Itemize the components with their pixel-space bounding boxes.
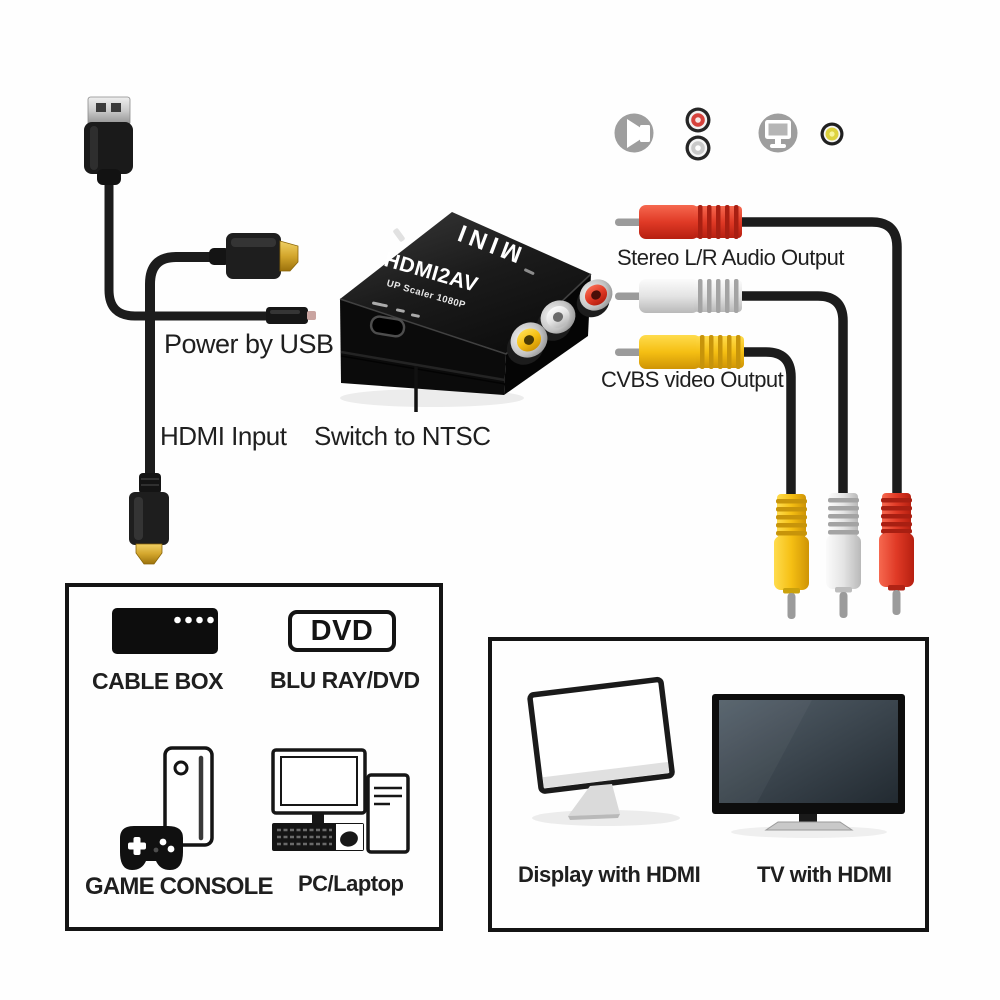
rca-jack-red (576, 279, 613, 318)
speaker-icon (614, 113, 654, 153)
usb-power-plug (266, 307, 316, 324)
converter-top-face (340, 212, 591, 354)
source-devices-box (65, 583, 443, 931)
hdmi-input-cable (145, 252, 218, 478)
hdmi-input-label: HDMI Input (160, 421, 287, 451)
display-with-hdmi-label: Display with HDMI (518, 862, 701, 887)
red-audio-cable (735, 217, 902, 498)
rca-plug-white-down (826, 493, 861, 618)
display-icon (758, 113, 798, 153)
power-by-usb-label: Power by USB (164, 329, 334, 359)
rca-plug-yellow-left (615, 335, 744, 369)
rca-plug-white-left (615, 279, 742, 313)
usb-a-connector (84, 96, 133, 185)
mouse-icon (340, 831, 358, 847)
imac-display-icon (527, 676, 675, 820)
rca-plug-red-down (879, 493, 914, 615)
yellow-video-cable (738, 347, 796, 498)
usb-power-cable (104, 178, 268, 321)
rca-jack-yellow (506, 322, 548, 365)
dvd-badge-text: DVD (310, 614, 374, 647)
pc-laptop-label: PC/Laptop (298, 871, 404, 896)
blu-ray-dvd-label: BLU RAY/DVD (270, 667, 420, 693)
usb-slot (111, 103, 121, 112)
pc-laptop-icon (271, 748, 410, 854)
hdmi-plug-right (209, 233, 299, 279)
cvbs-video-output-label: CVBS video Output (601, 367, 784, 392)
rca-plug-yellow-down (774, 494, 809, 619)
usb-slot (96, 103, 106, 112)
output-devices-box (488, 637, 929, 932)
tv-icon (712, 694, 905, 831)
dvd-badge: DVD (288, 610, 396, 652)
rca-yellow-port-icon (820, 122, 844, 146)
tv-with-hdmi-label: TV with HDMI (757, 862, 892, 887)
game-console-icon (120, 746, 214, 870)
rca-red-port-icon (685, 107, 711, 133)
rca-white-port-icon (685, 135, 711, 161)
white-audio-cable (735, 291, 848, 497)
cable-box-icon (112, 608, 218, 654)
mini-usb-port (369, 315, 406, 338)
stereo-audio-output-label: Stereo L/R Audio Output (617, 245, 845, 270)
hdmi-plug-down (129, 473, 169, 565)
pc-tower-icon (366, 773, 410, 854)
cable-box-label: CABLE BOX (92, 668, 223, 694)
switch-to-ntsc-label: Switch to NTSC (314, 421, 491, 451)
game-console-label: GAME CONSOLE (85, 873, 274, 900)
converter-box (339, 212, 613, 395)
rca-plug-red-left (615, 205, 742, 239)
converter-shadow (340, 389, 524, 407)
